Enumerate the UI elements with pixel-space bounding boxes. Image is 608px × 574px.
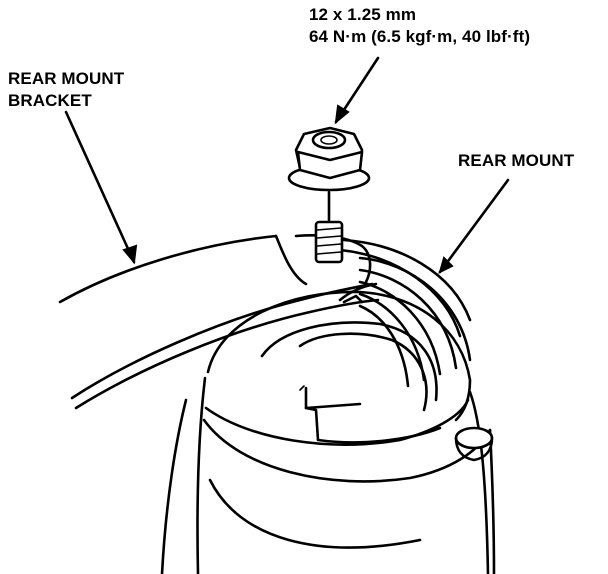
fastener-size-label: 12 x 1.25 mm: [309, 5, 417, 24]
fastener-spec-callout: 12 x 1.25 mm 64 N·m (6.5 kgf·m, 40 lbf·f…: [309, 4, 530, 48]
rear-mount-label: REAR MOUNT: [458, 151, 575, 170]
bracket-arm: [58, 234, 380, 410]
leader-mount: [438, 178, 510, 274]
bracket-label-line1: REAR MOUNT: [8, 69, 125, 88]
stud-bolt: [314, 190, 344, 264]
mount-rings: [206, 238, 472, 444]
bracket-callout: REAR MOUNT BRACKET: [8, 68, 124, 112]
side-boss: [454, 426, 494, 462]
leader-fastener: [334, 56, 380, 125]
bracket-label-line2: BRACKET: [8, 91, 92, 110]
flange-nut: [287, 126, 371, 192]
rear-mount-callout: REAR MOUNT: [458, 150, 574, 172]
leader-bracket: [64, 110, 138, 265]
torque-spec-label: 64 N·m (6.5 kgf·m, 40 lbf·ft): [309, 27, 531, 46]
